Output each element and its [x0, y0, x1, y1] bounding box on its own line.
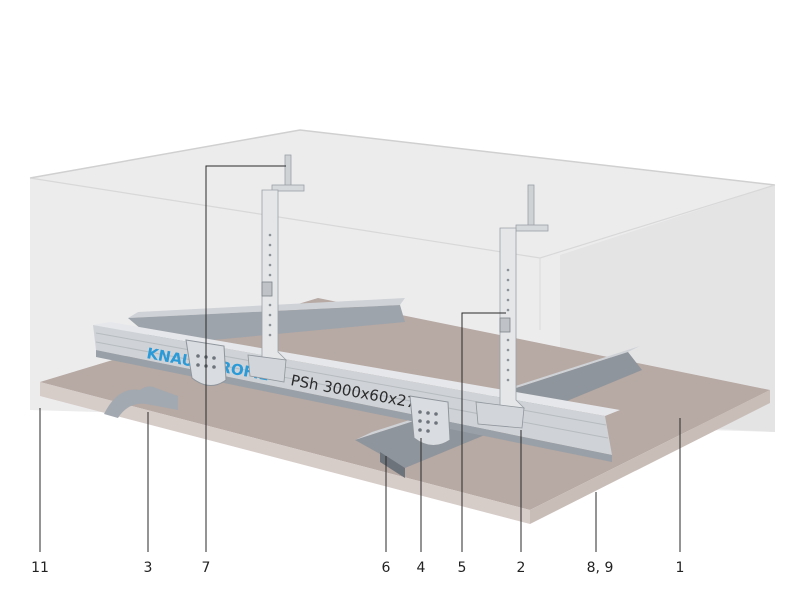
callout-8-9: 8, 9	[587, 560, 614, 576]
hanger-left-bracket	[247, 354, 287, 383]
cross-connector-right	[409, 395, 451, 446]
leader-5	[461, 312, 506, 552]
board-front-edge	[40, 382, 530, 524]
board-right-edge	[530, 390, 770, 524]
callout-2: 2	[517, 560, 526, 576]
leader-7	[205, 165, 286, 552]
hanger-left-anchor-rod	[284, 154, 292, 188]
hanger-right-bracket	[475, 401, 525, 429]
slab-top-edge	[29, 129, 776, 186]
hanger-right-strap	[499, 227, 525, 409]
carrying-profile-top	[93, 322, 620, 416]
hanger-right-anchor-plate	[515, 224, 549, 232]
cross-connector-right-holes	[418, 410, 438, 433]
hanger-left	[247, 154, 305, 383]
hanger-left-spring-clip	[261, 281, 273, 297]
callout-11: 11	[31, 560, 49, 576]
cross-connector-right-body	[409, 395, 451, 446]
callout-6: 6	[382, 560, 391, 576]
hanger-right-anchor-rod	[527, 184, 535, 228]
leader-lines	[39, 165, 681, 552]
hanger-left-anchor-plate	[271, 184, 305, 192]
hanger-left-strap	[261, 189, 287, 361]
hanger-right	[475, 184, 549, 429]
callout-7: 7	[202, 560, 211, 576]
callout-labels: 11 3 7 6 4 5 2 8, 9 1	[31, 560, 684, 576]
wall-edge-profile	[104, 386, 178, 418]
callout-3: 3	[144, 560, 153, 576]
callout-1: 1	[676, 560, 685, 576]
callout-4: 4	[417, 560, 426, 576]
hanger-right-spring-clip	[499, 317, 511, 333]
callout-5: 5	[458, 560, 467, 576]
hangers	[247, 154, 549, 429]
